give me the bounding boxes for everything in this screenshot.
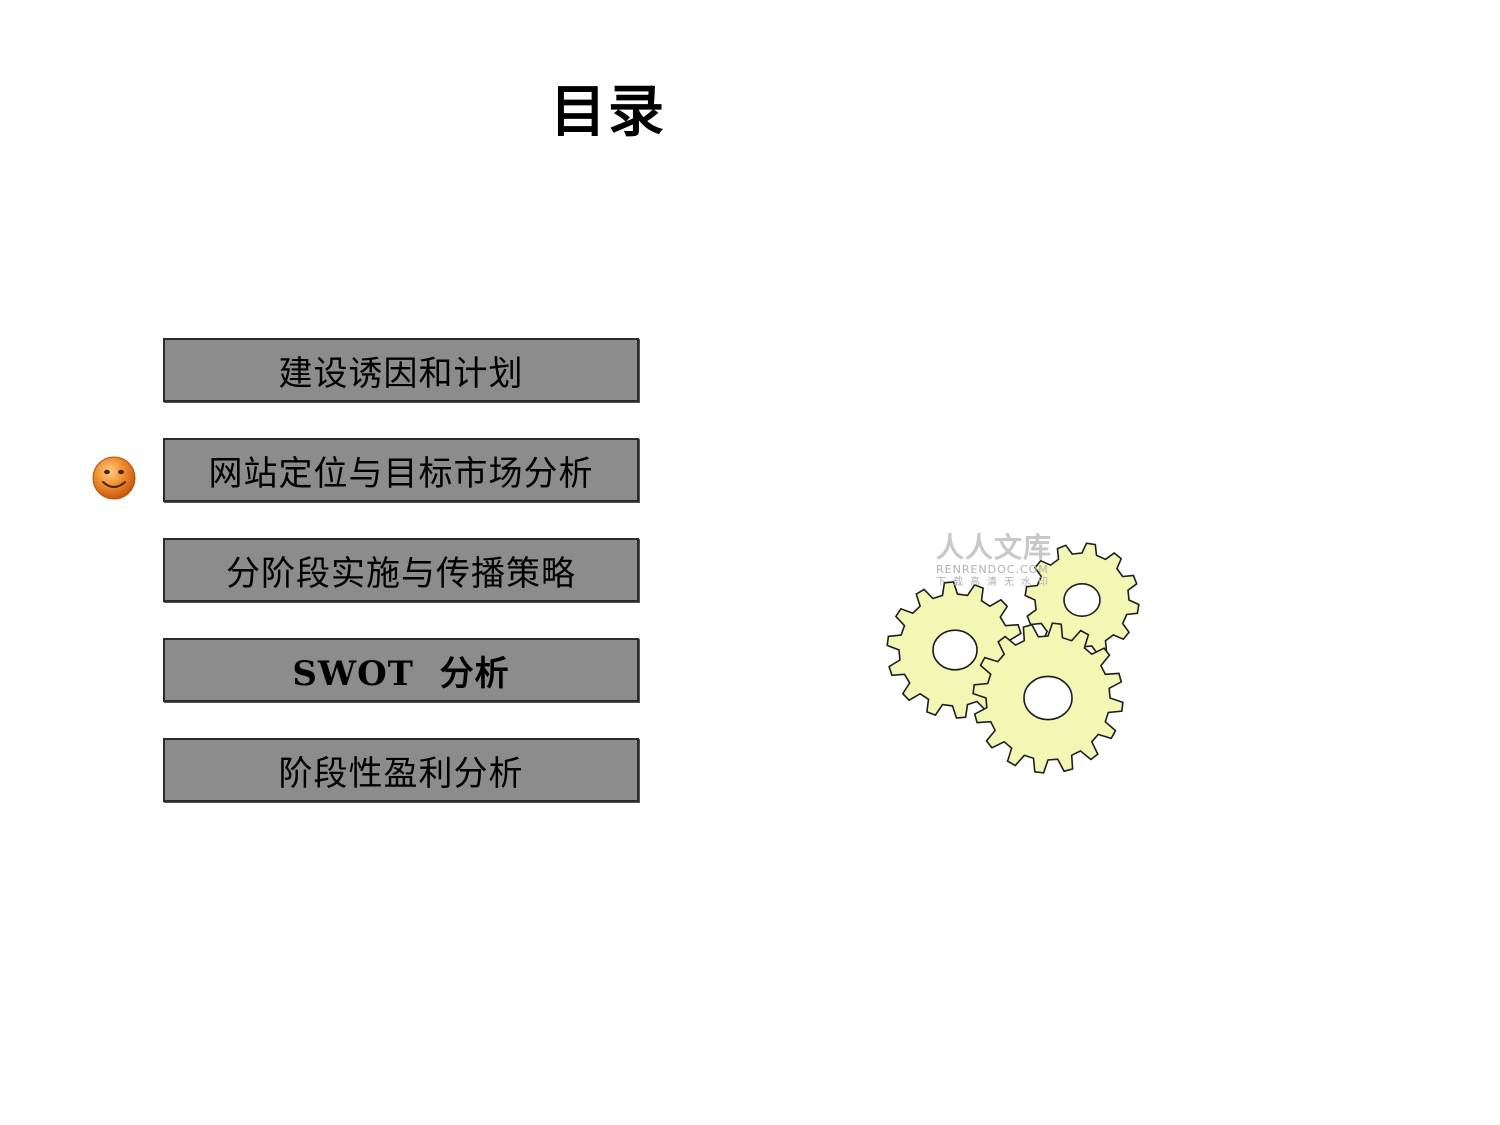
menu-item-profit-analysis[interactable]: 阶段性盈利分析 — [163, 738, 639, 802]
gears-icon — [886, 542, 1140, 774]
menu-item-swot[interactable]: SWOT 分析 — [163, 638, 639, 702]
menu-item-label: SWOT 分析 — [292, 653, 510, 694]
gear-left-hole — [932, 629, 978, 671]
watermark-url: RENRENDOC.COM — [936, 563, 1049, 576]
watermark-title: 人人文库 — [936, 531, 1053, 564]
watermark-subtitle: 下载高清无水印 — [936, 577, 1055, 588]
menu-item-positioning[interactable]: 网站定位与目标市场分析 — [163, 438, 639, 502]
gear-top-right-hole — [1063, 582, 1101, 618]
menu-item-label: 分阶段实施与传播策略 — [226, 553, 576, 594]
menu-item-label: 建设诱因和计划 — [278, 353, 524, 394]
smiley-face-icon — [92, 456, 136, 500]
watermark: 人人文库 RENRENDOC.COM 下载高清无水印 — [936, 532, 1066, 594]
menu-item-build-motivation[interactable]: 建设诱因和计划 — [163, 338, 639, 402]
slide-title: 目录 — [550, 80, 666, 145]
menu-item-label: 阶段性盈利分析 — [278, 753, 524, 794]
menu-item-phased-strategy[interactable]: 分阶段实施与传播策略 — [163, 538, 639, 602]
menu-item-label: 网站定位与目标市场分析 — [208, 453, 594, 494]
gear-bottom-hole — [1023, 675, 1073, 721]
table-of-contents: 建设诱因和计划 网站定位与目标市场分析 分阶段实施与传播策略 SWOT 分析 阶… — [163, 338, 639, 838]
